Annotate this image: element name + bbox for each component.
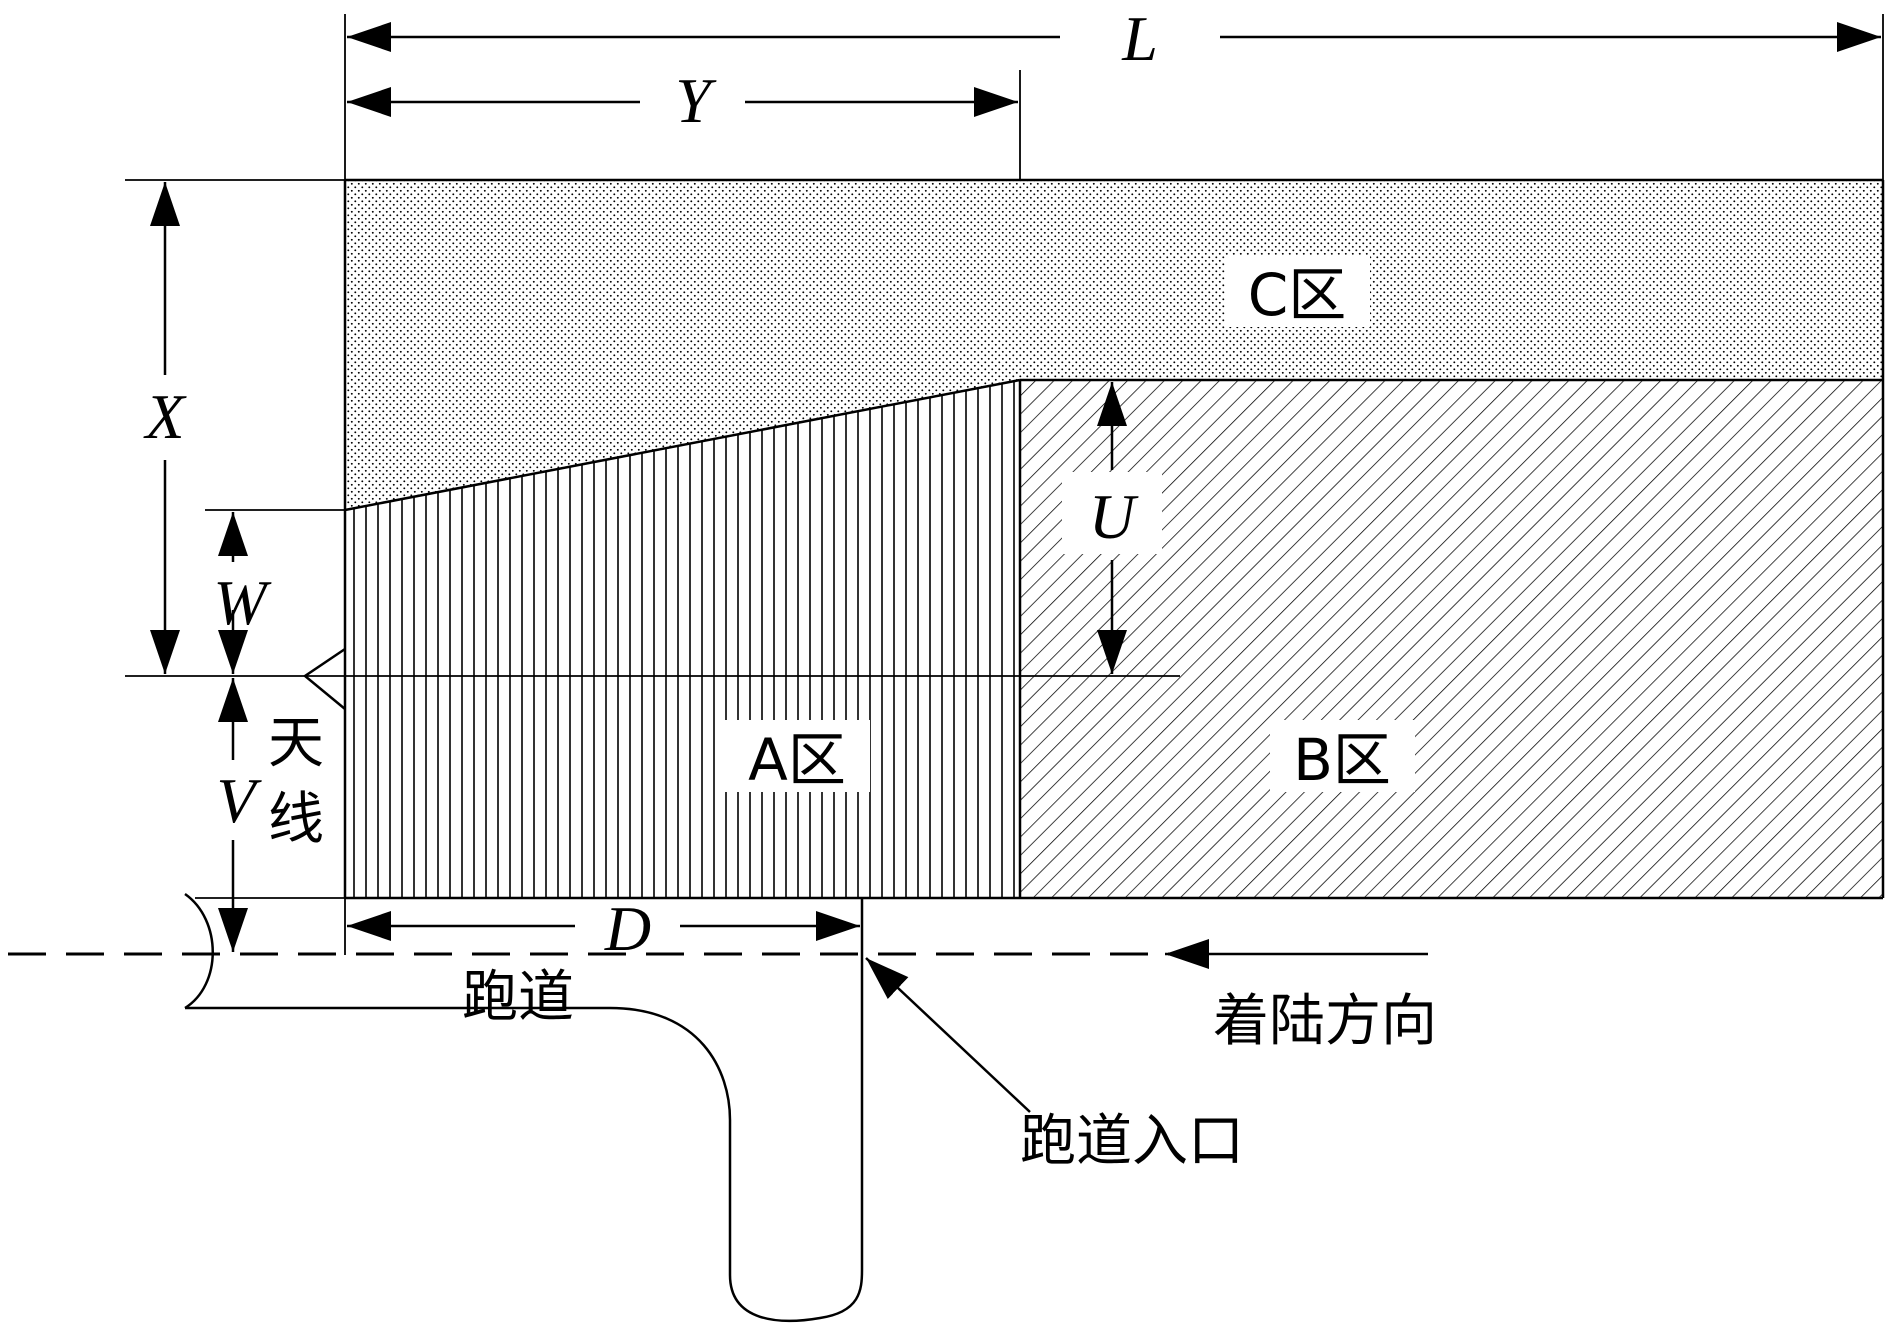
- zone-b-area: [1020, 380, 1883, 898]
- extension-lines: [125, 14, 1884, 955]
- landing-direction-label: 着陆方向: [1213, 989, 1437, 1054]
- runway-entrance-pointer: [865, 957, 1031, 1113]
- zone-c-label: C区: [1248, 261, 1347, 329]
- label-w: W: [213, 567, 272, 638]
- antenna-icon: [302, 647, 346, 710]
- antenna-label-2: 线: [268, 787, 324, 852]
- taxiway-outline: [185, 898, 864, 1323]
- zone-b-label: B区: [1293, 726, 1391, 794]
- label-l: L: [1121, 3, 1158, 74]
- label-v: V: [216, 765, 262, 836]
- label-u: U: [1089, 481, 1139, 552]
- runway-end-curve: [184, 892, 214, 1010]
- zone-c-area: [345, 180, 1883, 510]
- label-x: X: [142, 381, 187, 452]
- zone-outlines: [343, 178, 1885, 900]
- label-backgrounds: [725, 255, 1415, 792]
- runway-label: 跑道: [462, 965, 574, 1030]
- antenna-label-1: 天: [268, 711, 324, 776]
- runway-entrance-label: 跑道入口: [1020, 1109, 1244, 1174]
- label-d: D: [604, 893, 651, 964]
- label-y: Y: [675, 65, 717, 136]
- zone-a-label: A区: [748, 726, 846, 794]
